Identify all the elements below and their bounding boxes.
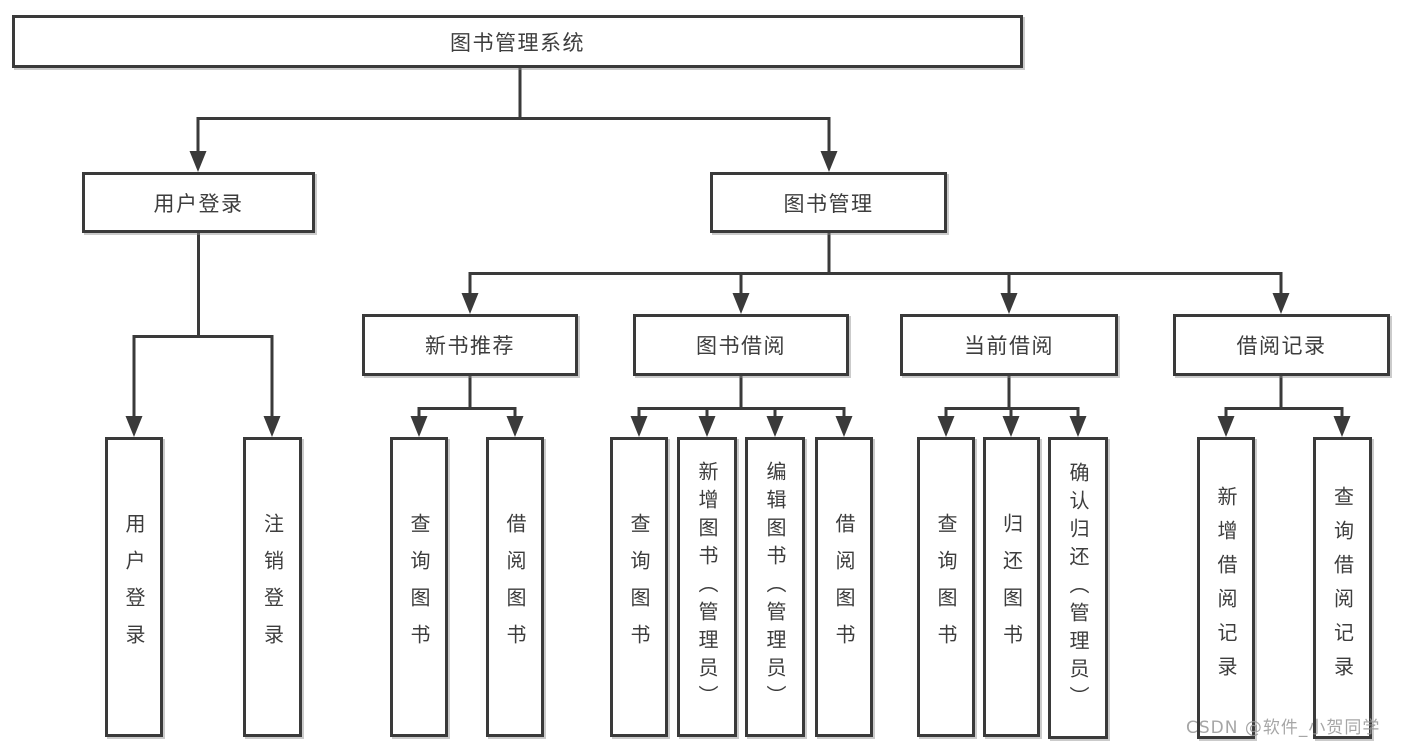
- leaf-br-query-record: 查询借阅记录: [1313, 437, 1372, 739]
- connector-lines: [132, 67, 1344, 422]
- node-new-book-recommend: 新书推荐: [362, 314, 578, 376]
- leaf-br-add-record: 新增借阅记录: [1197, 437, 1255, 739]
- leaf-bb-add-books-admin: 新增图书（管理员）: [677, 437, 737, 737]
- node-borrowing-records: 借阅记录: [1173, 314, 1390, 376]
- leaf-logout: 注销登录: [243, 437, 302, 737]
- leaf-cb-return-books: 归还图书: [983, 437, 1040, 737]
- watermark-text: CSDN @软件_小贺同学: [1186, 718, 1381, 738]
- leaf-cb-confirm-return-admin: 确认归还（管理员）: [1048, 437, 1108, 739]
- leaf-user-login: 用户登录: [105, 437, 163, 737]
- node-root-library-system: 图书管理系统: [12, 15, 1023, 68]
- leaf-bb-borrow-books: 借阅图书: [815, 437, 873, 737]
- leaf-nbr-query-books: 查询图书: [390, 437, 448, 737]
- node-book-management: 图书管理: [710, 172, 947, 233]
- leaf-bb-edit-books-admin: 编辑图书（管理员）: [745, 437, 805, 737]
- connector-arrowheads: [125, 151, 1351, 437]
- leaf-cb-query-books: 查询图书: [917, 437, 975, 737]
- node-user-login: 用户登录: [82, 172, 315, 233]
- node-current-borrowing: 当前借阅: [900, 314, 1118, 376]
- leaf-nbr-borrow-books: 借阅图书: [486, 437, 544, 737]
- node-book-borrowing: 图书借阅: [633, 314, 849, 376]
- leaf-bb-query-books: 查询图书: [610, 437, 668, 737]
